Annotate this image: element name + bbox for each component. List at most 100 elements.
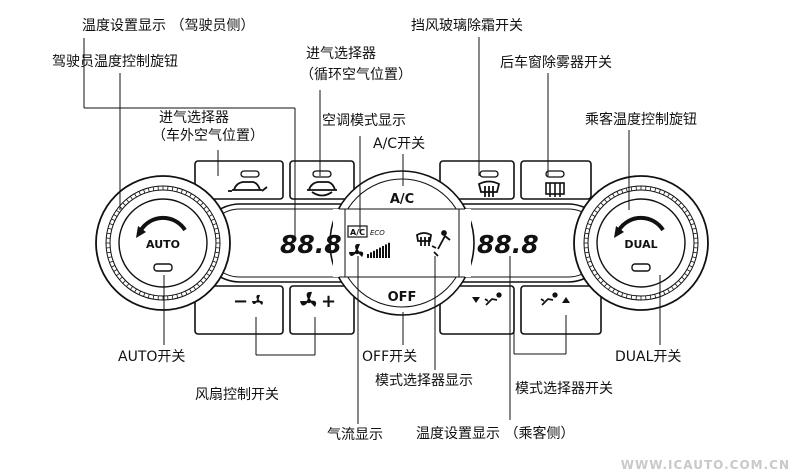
dual-indicator-led [631, 263, 651, 272]
knob-tick [116, 209, 120, 213]
knob-tick [616, 290, 619, 295]
driver-arc-arrow-icon [136, 226, 146, 238]
defrost-led [479, 170, 499, 178]
knob-tick [208, 269, 213, 272]
knob-tick [688, 218, 693, 221]
fan-speed-bar [373, 250, 375, 258]
knob-tick [200, 202, 204, 206]
dual-button-label[interactable]: DUAL [624, 238, 657, 251]
knob-tick [692, 256, 697, 259]
fan-speed-bar [382, 246, 384, 258]
knob-tick [134, 193, 137, 198]
fan-speed-bar [367, 254, 369, 258]
label-driver-temp-display: 温度设置显示 （驾驶员侧） [82, 18, 255, 34]
knob-tick [663, 290, 666, 295]
passenger-temp-knob[interactable] [573, 175, 709, 311]
knob-tick [106, 251, 111, 254]
auto-indicator-led [153, 263, 173, 272]
windshield-defrost-icon [477, 180, 501, 197]
fan-speed-bar [376, 249, 378, 258]
driver-temp-knob[interactable] [95, 175, 231, 311]
knob-tick [193, 286, 197, 290]
knob-tick [109, 223, 114, 226]
rear-defog-icon [545, 182, 565, 197]
knob-tick [212, 223, 217, 226]
fan-speed-bar [370, 252, 372, 258]
knob-tick [210, 218, 215, 221]
knob-tick [671, 196, 675, 200]
knob-tick [604, 283, 608, 287]
knob-tick [152, 186, 155, 191]
knob-tick [589, 265, 594, 268]
label-ac-switch: A/C开关 [373, 136, 426, 152]
knob-tick [684, 273, 688, 277]
knob-tick [678, 202, 682, 206]
knob-tick [180, 189, 183, 194]
fan-small-icon [252, 294, 263, 305]
mode-up-person-icon [540, 292, 558, 306]
knob-tick [203, 276, 207, 280]
knob-tick [152, 295, 155, 300]
knob-tick [607, 286, 611, 290]
knob-tick [625, 187, 628, 192]
off-button-label[interactable]: OFF [388, 290, 417, 305]
knob-tick [147, 187, 150, 192]
fan-plus-label[interactable]: + [321, 291, 336, 312]
knob-tick [143, 189, 146, 194]
knob-tick [600, 280, 604, 284]
rear-defog-led [545, 170, 565, 178]
knob-tick [589, 218, 594, 221]
fan-minus-label[interactable]: − [233, 291, 248, 312]
knob-tick [681, 206, 685, 210]
passenger-temp-arc-icon [617, 215, 665, 232]
knob-tick [674, 199, 678, 203]
label-intake-outside-line2: （车外空气位置） [152, 128, 264, 144]
knob-tick [612, 193, 615, 198]
knob-tick [667, 193, 670, 198]
label-dual-switch: DUAL开关 [615, 349, 682, 365]
label-intake-recirc-line2: （循环空气位置） [300, 67, 412, 83]
label-auto-switch: AUTO开关 [118, 349, 186, 365]
knob-tick [693, 251, 698, 254]
knob-tick [126, 199, 130, 203]
label-driver-temp-knob: 驾驶员温度控制旋钮 [52, 54, 178, 70]
knob-tick [621, 292, 624, 297]
label-intake-recirc-line1: 进气选择器 [306, 46, 376, 62]
knob-tick [688, 265, 693, 268]
knob-tick [625, 294, 628, 299]
eco-badge: ECO [370, 229, 385, 237]
knob-tick [215, 232, 220, 235]
knob-tick [663, 191, 666, 196]
knob-tick [138, 191, 141, 196]
label-mode-selector-display: 模式选择器显示 [375, 373, 473, 389]
label-mode-selector-switch: 模式选择器开关 [515, 381, 613, 397]
knob-tick [597, 206, 601, 210]
ac-button-label[interactable]: A/C [390, 192, 414, 207]
car-outside-air-icon [228, 181, 268, 192]
knob-tick [591, 214, 596, 217]
passenger-knob-ticks [584, 186, 698, 300]
knob-tick [214, 227, 219, 230]
knob-tick [658, 189, 661, 194]
knob-tick [200, 280, 204, 284]
arrow-up-icon [562, 297, 570, 303]
watermark: WWW.ICAUTO.COM.CN [620, 458, 790, 472]
knob-tick [119, 276, 123, 280]
label-off-switch: OFF开关 [362, 349, 418, 365]
auto-button-label[interactable]: AUTO [146, 238, 180, 251]
knob-tick [196, 283, 200, 287]
knob-tick [585, 227, 590, 230]
label-fan-control: 风扇控制开关 [195, 387, 279, 403]
arrow-down-icon [472, 297, 480, 303]
knob-tick [621, 189, 624, 194]
knob-tick [107, 256, 112, 259]
knob-tick [208, 214, 213, 217]
outside-air-led [240, 170, 260, 178]
knob-tick [587, 223, 592, 226]
ac-badge: A/C [350, 228, 365, 237]
knob-tick [587, 260, 592, 263]
center-dial-band [333, 208, 471, 278]
knob-tick [612, 288, 615, 293]
knob-tick [106, 232, 111, 235]
